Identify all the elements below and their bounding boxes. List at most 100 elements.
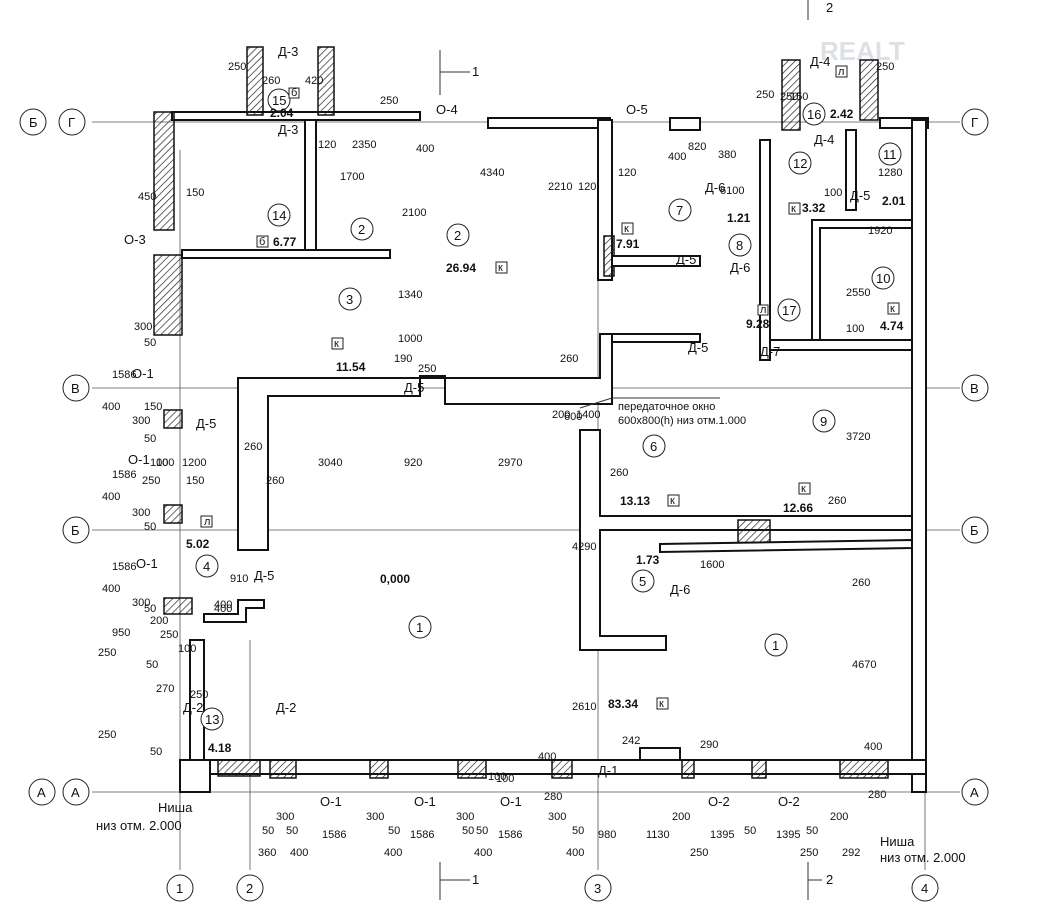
dimension: 260	[560, 353, 578, 365]
dimension: 250	[98, 729, 116, 741]
window-label: О-2	[708, 794, 730, 809]
room-number: 4	[203, 559, 210, 574]
dimension: 50	[572, 825, 584, 837]
dimension: 280	[868, 789, 886, 801]
walls	[153, 46, 929, 793]
dimension: 50	[462, 825, 474, 837]
dimension: 1130	[646, 829, 670, 841]
dimension: 300	[366, 811, 384, 823]
dimension: 200	[552, 409, 570, 421]
dimension: 2610	[572, 701, 596, 713]
dimensions-left: 450 150 300 50 1586 400 300 150 50 100 1…	[98, 187, 208, 758]
room-area: 13.13	[620, 494, 650, 508]
dimension: 300	[132, 507, 150, 519]
dimension: 400	[102, 491, 120, 503]
dimension: 4340	[480, 167, 504, 179]
dimension: 1920	[868, 225, 892, 237]
dimension: 400	[384, 847, 402, 859]
dimension: 290	[700, 739, 718, 751]
door-label: Д-1	[598, 763, 618, 778]
dimension: 50	[146, 659, 158, 671]
dimension: 2100	[402, 207, 426, 219]
window-label: О-1	[414, 794, 436, 809]
room-mark: б	[291, 87, 297, 99]
dimension: 250	[190, 689, 208, 701]
room-number: 13	[205, 712, 219, 727]
room-mark: к	[670, 495, 675, 507]
door-label: Д-5	[404, 380, 424, 395]
dimension: 200	[672, 811, 690, 823]
dimension: 190	[394, 353, 412, 365]
dimension: 280	[544, 791, 562, 803]
window-label: О-4	[436, 102, 458, 117]
room-area: 4.74	[880, 319, 904, 333]
dimension: 6100	[720, 185, 744, 197]
dimension: 1586	[498, 829, 522, 841]
axis-label: А	[37, 785, 46, 800]
door-label: Д-5	[676, 252, 696, 267]
door-label: Д-7	[760, 344, 780, 359]
dimension: 400	[290, 847, 308, 859]
elevation-label: 0,000	[380, 572, 410, 586]
room-area: 9.28	[746, 317, 770, 331]
window-label: О-1	[320, 794, 342, 809]
door-labels: Д-1 Д-2 Д-2 Д-3 Д-3 Д-4 Д-4 Д-5 Д-5 Д-5 …	[183, 44, 870, 778]
room-number: 14	[272, 208, 286, 223]
dimension: 1340	[398, 289, 422, 301]
room-number: 6	[650, 439, 657, 454]
dimension: 250	[228, 61, 246, 73]
dimension: 3720	[846, 431, 870, 443]
dimension: 1586	[112, 469, 136, 481]
dimension: 150	[186, 187, 204, 199]
door-label: Д-3	[278, 44, 298, 59]
dimension: 1586	[410, 829, 434, 841]
dimension: 2350	[352, 139, 376, 151]
niche-notes: Ниша низ отм. 2.000 Ниша низ отм. 2.000	[96, 800, 966, 865]
dimension: 250	[98, 647, 116, 659]
dimension: 400	[214, 599, 232, 611]
door-label: Д-2	[183, 700, 203, 715]
window-label: О-1	[136, 556, 158, 571]
dimension: 50	[262, 825, 274, 837]
dimension: 3040	[318, 457, 342, 469]
section-mark: 1	[472, 872, 479, 887]
section-mark: 2	[826, 0, 833, 15]
axis-label: Г	[971, 115, 978, 130]
dimension: 1586	[112, 561, 136, 573]
dimension: 50	[144, 521, 156, 533]
dimension: 260	[828, 495, 846, 507]
dimensions-top: 250 260 420 250 120 2350 400 4340 250 82…	[228, 61, 902, 237]
room-number: 5	[639, 574, 646, 589]
room-number: 15	[272, 93, 286, 108]
dimension: 1200	[182, 457, 206, 469]
axis-markers: Б Г Г В В Б Б А А А 1 2 3 4	[19, 108, 989, 902]
dimension: 360	[258, 847, 276, 859]
door-label: Д-4	[814, 132, 834, 147]
dimension: 1400	[576, 409, 600, 421]
room-mark: б	[259, 236, 265, 248]
dimension: 50	[286, 825, 298, 837]
dimension: 4290	[572, 541, 596, 553]
dimension: 250	[418, 363, 436, 375]
room-number: 2	[454, 228, 461, 243]
window-label: О-2	[778, 794, 800, 809]
room-number: 11	[883, 147, 897, 162]
axis-label: 2	[246, 881, 253, 896]
dimension: 270	[156, 683, 174, 695]
door-label: Д-5	[196, 416, 216, 431]
window-label: О-5	[626, 102, 648, 117]
axis-label: Б	[71, 523, 80, 538]
dimension: 300	[132, 597, 150, 609]
dimension: 300	[276, 811, 294, 823]
dimension: 950	[112, 627, 130, 639]
room-mark: к	[791, 203, 796, 215]
room-mark: л	[760, 304, 766, 316]
axis-label: А	[71, 785, 80, 800]
axis-label: 1	[176, 881, 183, 896]
dimension: 400	[102, 583, 120, 595]
door-label: Д-2	[276, 700, 296, 715]
dimension: 200	[830, 811, 848, 823]
dimension: 292	[842, 847, 860, 859]
door-label: Д-6	[705, 180, 725, 195]
